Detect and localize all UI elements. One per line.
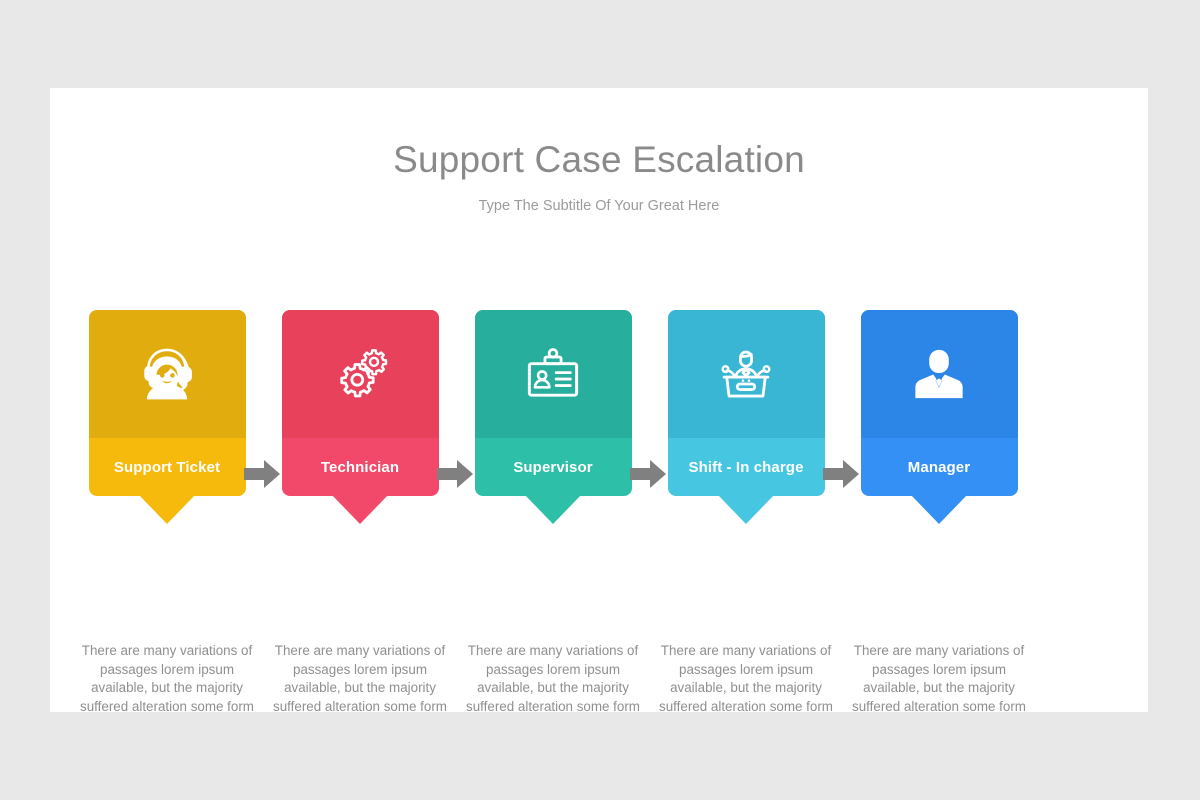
step-card-body[interactable]: Support Ticket bbox=[88, 310, 246, 496]
step-pointer bbox=[524, 494, 582, 524]
page-subtitle: Type The Subtitle Of Your Great Here bbox=[478, 197, 720, 214]
step-label: Manager bbox=[907, 458, 971, 476]
step-card-body[interactable]: Manager bbox=[860, 310, 1018, 496]
podium-speaker-icon bbox=[667, 310, 825, 438]
step-label: Supervisor bbox=[513, 458, 593, 476]
slide-header: Support Case Escalation Type The Subtitl… bbox=[50, 88, 1148, 214]
page-title: Support Case Escalation bbox=[393, 139, 805, 180]
step-label: Support Ticket bbox=[113, 458, 221, 476]
step-pointer bbox=[138, 494, 196, 524]
slide-panel: Support Case Escalation Type The Subtitl… bbox=[50, 88, 1148, 714]
step-card[interactable]: Technician bbox=[281, 310, 439, 524]
businessman-icon bbox=[860, 310, 1018, 438]
step-label: Technician bbox=[320, 458, 400, 476]
step-card[interactable]: Support Ticket bbox=[88, 310, 246, 524]
step-description: There are many variations of passages lo… bbox=[273, 643, 447, 714]
gears-icon bbox=[281, 310, 439, 438]
step-card-body[interactable]: Supervisor bbox=[474, 310, 632, 496]
step-card-body[interactable]: Technician bbox=[281, 310, 439, 496]
step-description: There are many variations of passages lo… bbox=[852, 643, 1026, 714]
step-description: There are many variations of passages lo… bbox=[466, 643, 640, 714]
step-description: There are many variations of passages lo… bbox=[659, 643, 833, 714]
step-pointer bbox=[717, 494, 775, 524]
step-card[interactable]: Shift - In charge bbox=[667, 310, 825, 524]
id-badge-icon bbox=[474, 310, 632, 438]
step-card[interactable]: Supervisor bbox=[474, 310, 632, 524]
step-description: There are many variations of passages lo… bbox=[80, 643, 254, 714]
headset-support-agent-icon bbox=[88, 310, 246, 438]
step-card[interactable]: Manager bbox=[860, 310, 1018, 524]
step-card-body[interactable]: Shift - In charge bbox=[667, 310, 825, 496]
step-label: Shift - In charge bbox=[688, 458, 804, 476]
step-pointer bbox=[331, 494, 389, 524]
step-pointer bbox=[910, 494, 968, 524]
